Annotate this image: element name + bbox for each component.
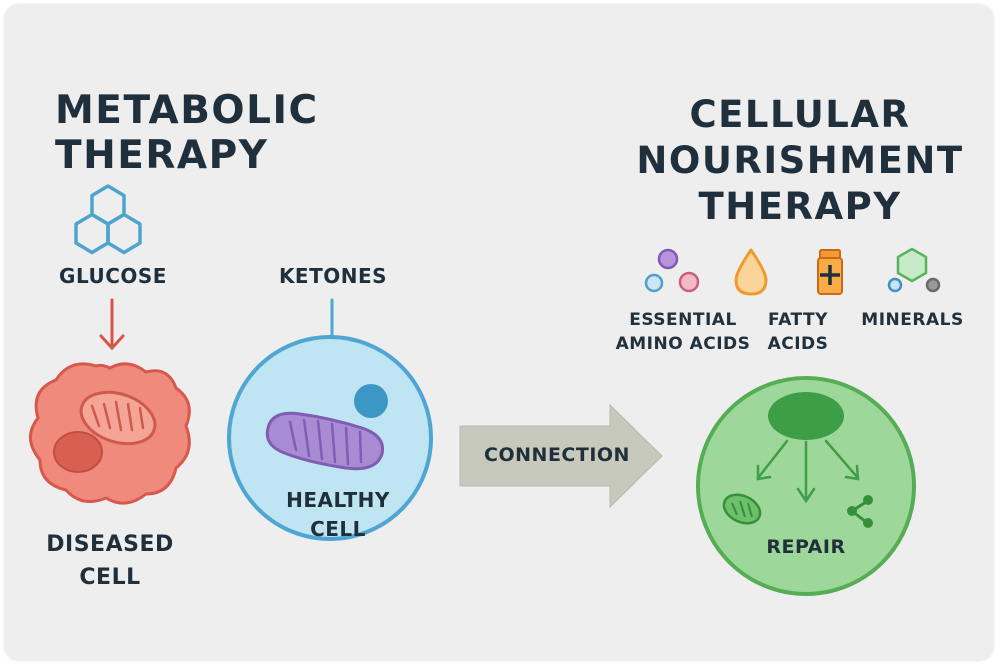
healthy-mitochondrion xyxy=(265,411,385,471)
healthy-cell xyxy=(227,335,433,541)
ketones-label: KETONES xyxy=(278,264,388,288)
metabolic-therapy-title: METABOLIC THERAPY xyxy=(55,88,319,178)
molecule-network-icon xyxy=(847,495,873,528)
cellular-nourishment-therapy-title: CELLULAR NOURISHMENT THERAPY xyxy=(636,93,964,228)
glucose-arrow xyxy=(99,298,125,351)
repair-cell xyxy=(696,376,916,596)
droplet-icon xyxy=(734,248,768,296)
medicine-bottle-icon xyxy=(817,249,843,295)
connection-label: CONNECTION xyxy=(484,444,630,466)
connection-arrow xyxy=(459,403,663,509)
repair-label: REPAIR xyxy=(766,536,846,558)
repair-nucleus xyxy=(768,392,844,440)
fatty-acids-label: FATTY ACIDS xyxy=(767,310,829,354)
glucose-hexagon-icon xyxy=(74,184,142,255)
diseased-cell xyxy=(29,362,191,505)
healthy-nucleus xyxy=(354,384,388,418)
hexagon-molecule-icon xyxy=(887,247,941,293)
repair-mitochondrion-icon xyxy=(722,493,762,525)
essential-amino-acids-label: ESSENTIAL AMINO ACIDS xyxy=(615,310,751,354)
amino-acids-icon xyxy=(644,248,700,293)
healthy-cell-label: HEALTHY CELL xyxy=(286,488,390,541)
diseased-cell-label: DISEASED CELL xyxy=(46,532,174,590)
glucose-label: GLUCOSE xyxy=(59,264,167,288)
diseased-nucleus xyxy=(53,431,103,473)
minerals-label: MINERALS xyxy=(861,310,964,330)
